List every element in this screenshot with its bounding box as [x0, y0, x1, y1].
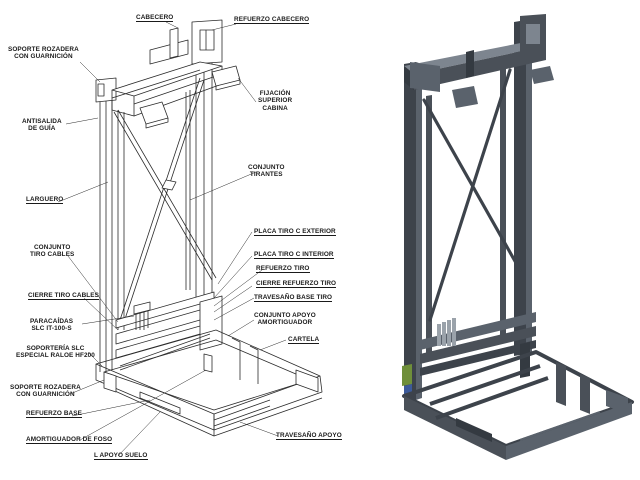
label-paracaidas: PARACAÍDAS SLC IT-100-S: [30, 318, 74, 333]
render-crosshead: [404, 14, 554, 108]
label-refuerzo-base: REFUERZO BASE: [26, 410, 82, 418]
render-platform: [402, 350, 634, 460]
label-soporteria: SOPORTERÍA SLC ESPECIAL RALOE HF200: [16, 345, 95, 360]
label-conjunto-tiro-cables: CONJUNTO TIRO CABLES: [30, 244, 75, 259]
label-antisalida: ANTISALIDA DE GUÍA: [22, 118, 62, 133]
label-cabecero: CABECERO: [136, 14, 174, 22]
top-fixing-plates: [139, 65, 241, 129]
bottom-platform: [95, 329, 323, 437]
leader-lines: [57, 21, 287, 457]
right-upright: [191, 19, 223, 302]
label-apoyo-suelo: L APOYO SUELO: [94, 452, 148, 460]
label-cierre-tiro-cables: CIERRE TIRO CABLES: [28, 292, 100, 300]
label-cartela: CARTELA: [288, 336, 320, 344]
label-refuerzo-cabecero: REFUERZO CABECERO: [234, 16, 310, 24]
label-soporte-rozadera-top: SOPORTE ROZADERA CON GUARNICIÓN: [8, 46, 79, 61]
label-placa-tiro-exterior: PLACA TIRO C EXTERIOR: [254, 228, 336, 236]
label-cierre-refuerzo-tiro: CIERRE REFUERZO TIRO: [256, 280, 337, 288]
crosshead: [111, 27, 223, 117]
label-travesano-base-tiro: TRAVESAÑO BASE TIRO: [254, 294, 333, 302]
render-tie-rods: [422, 68, 522, 322]
label-conjunto-apoyo-amortiguador: CONJUNTO APOYO AMORTIGUADOR: [254, 312, 316, 327]
safety-gear-area: [115, 291, 223, 359]
left-upright: [95, 77, 117, 372]
label-travesano-apoyo: TRAVESAÑO APOYO: [276, 432, 342, 440]
label-larguero: LARGUERO: [26, 196, 64, 204]
label-amortiguador-foso: AMORTIGUADOR DE FOSO: [26, 436, 113, 444]
label-soporte-rozadera-bottom: SOPORTE ROZADERA CON GUARNICIÓN: [10, 384, 81, 399]
label-fijacion-superior: FIJACIÓN SUPERIOR CABINA: [258, 90, 293, 112]
tie-rods: [113, 77, 217, 323]
label-conjunto-tirantes: CONJUNTO TIRANTES: [248, 164, 285, 179]
render-uprights: [404, 20, 532, 402]
label-refuerzo-tiro: REFUERZO TIRO: [256, 265, 310, 273]
render-safety-gear: [402, 312, 536, 396]
label-placa-tiro-interior: PLACA TIRO C INTERIOR: [254, 251, 334, 259]
